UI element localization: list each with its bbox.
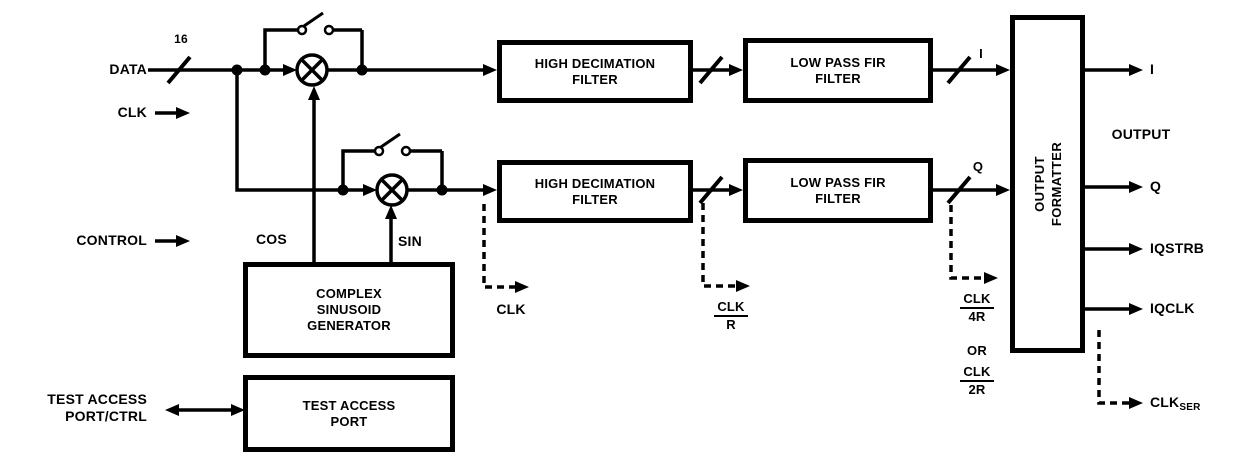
clock-tap-label-clk: CLK <box>496 301 526 317</box>
output-label-clk-ser: CLKSER <box>1150 394 1201 413</box>
output-label-iqclk: IQCLK <box>1150 300 1195 316</box>
output-label-q: Q <box>1150 178 1162 194</box>
signal-label-cos: COS <box>256 231 287 247</box>
junction-dots <box>231 64 448 196</box>
block-label: FILTER <box>815 190 861 206</box>
block-high-decimation-filter-q: HIGH DECIMATION FILTER <box>497 160 693 223</box>
block-output-formatter: OUTPUT FORMATTER <box>1010 15 1085 353</box>
block-label-vertical: OUTPUT FORMATTER <box>1031 141 1064 227</box>
block-label: SINUSOID <box>316 302 382 317</box>
block-label: TEST ACCESS <box>302 397 396 413</box>
block-label: HIGH DECIMATION <box>534 175 656 191</box>
bypass-switch-i-icon <box>296 24 335 36</box>
clock-tap-label-clk-over-4r: CLK 4R <box>952 290 1002 324</box>
clock-tap-label-clk-over-r: CLK R <box>706 298 756 332</box>
clock-tap-label-clk-over-2r: CLK 2R <box>952 363 1002 397</box>
dashed-clock-wires <box>482 203 1131 405</box>
block-test-access-port: TEST ACCESS PORT <box>243 375 455 452</box>
block-label: COMPLEX <box>316 286 382 301</box>
input-label-clk: CLK <box>117 104 147 120</box>
block-low-pass-fir-filter-q: LOW PASS FIR FILTER <box>743 158 933 223</box>
block-label: HIGH DECIMATION <box>534 55 656 71</box>
signal-label-i-bus: I <box>979 46 983 61</box>
bypass-switch-q-icon <box>373 145 412 157</box>
arrowheads <box>165 64 1143 416</box>
block-label: LOW PASS FIR <box>790 174 886 190</box>
input-label-test-access-port-ctrl: TEST ACCESS PORT/CTRL <box>47 391 147 424</box>
bus-width-label: 16 <box>174 32 188 46</box>
output-label-iqstrb: IQSTRB <box>1150 240 1205 256</box>
block-low-pass-fir-filter-i: LOW PASS FIR FILTER <box>743 38 933 103</box>
block-label: PORT <box>330 413 368 429</box>
output-label-i: I <box>1150 61 1155 77</box>
output-group-label: OUTPUT <box>1111 126 1171 142</box>
input-label-control: CONTROL <box>76 232 147 248</box>
signal-label-sin: SIN <box>398 233 422 249</box>
mixer-q-icon <box>375 173 409 207</box>
bus-slash-marks <box>166 55 972 205</box>
solid-wires <box>148 11 1131 412</box>
mixer-i-icon <box>295 53 329 87</box>
block-label: LOW PASS FIR <box>790 54 886 70</box>
signal-label-q-bus: Q <box>972 159 984 174</box>
input-label-data: DATA <box>109 61 147 77</box>
block-label: FILTER <box>815 70 861 86</box>
block-label: GENERATOR <box>307 318 391 333</box>
block-high-decimation-filter-i: HIGH DECIMATION FILTER <box>497 40 693 103</box>
block-complex-sinusoid-generator: COMPLEX SINUSOID GENERATOR <box>243 262 455 358</box>
clock-tap-label-or: OR <box>967 343 987 358</box>
block-label: FILTER <box>572 71 618 87</box>
block-label: FILTER <box>572 191 618 207</box>
